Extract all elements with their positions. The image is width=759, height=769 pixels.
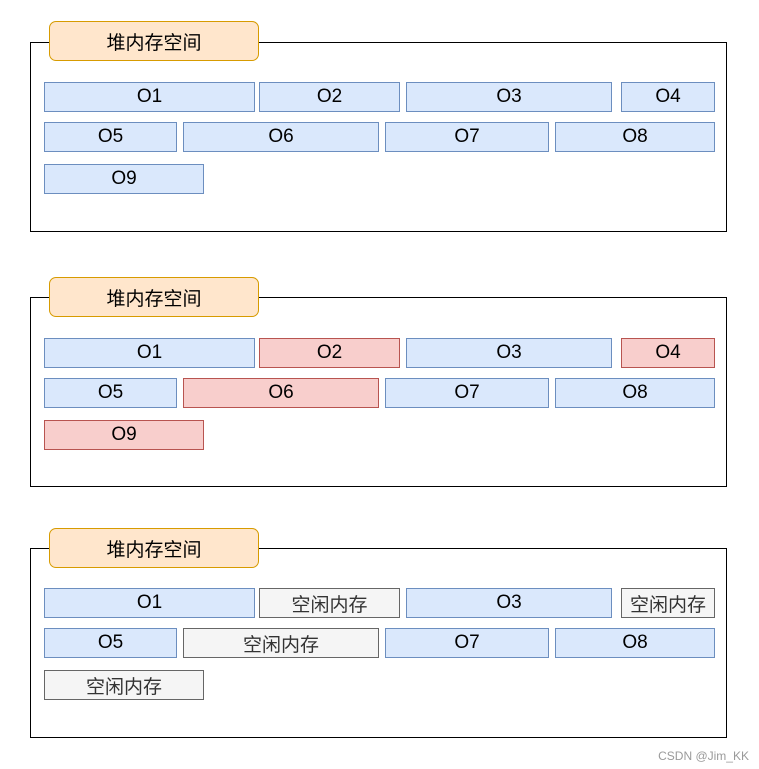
block-p1-o3: O3 [406, 82, 612, 112]
block-p2-o2: O2 [259, 338, 400, 368]
block-p2-o9: O9 [44, 420, 204, 450]
block-p1-o6: O6 [183, 122, 379, 152]
block-p1-o9: O9 [44, 164, 204, 194]
block-p2-o6: O6 [183, 378, 379, 408]
block-p1-o1: O1 [44, 82, 255, 112]
block-p1-o5: O5 [44, 122, 177, 152]
block-p3-4: 空闲内存 [621, 588, 715, 618]
block-p1-o8: O8 [555, 122, 715, 152]
heap-label-3: 堆内存空间 [49, 528, 259, 568]
block-p2-o1: O1 [44, 338, 255, 368]
block-p2-o8: O8 [555, 378, 715, 408]
block-p2-o4: O4 [621, 338, 715, 368]
block-p3-3: O3 [406, 588, 612, 618]
block-p2-o5: O5 [44, 378, 177, 408]
block-p3-5: O5 [44, 628, 177, 658]
watermark: CSDN @Jim_KK [658, 749, 749, 763]
block-p3-6: 空闲内存 [183, 628, 379, 658]
block-p3-9: 空闲内存 [44, 670, 204, 700]
block-p3-2: 空闲内存 [259, 588, 400, 618]
block-p3-8: O8 [555, 628, 715, 658]
block-p3-7: O7 [385, 628, 549, 658]
block-p2-o3: O3 [406, 338, 612, 368]
block-p1-o7: O7 [385, 122, 549, 152]
heap-label-1: 堆内存空间 [49, 21, 259, 61]
block-p1-o4: O4 [621, 82, 715, 112]
block-p1-o2: O2 [259, 82, 400, 112]
block-p2-o7: O7 [385, 378, 549, 408]
block-p3-1: O1 [44, 588, 255, 618]
heap-label-2: 堆内存空间 [49, 277, 259, 317]
